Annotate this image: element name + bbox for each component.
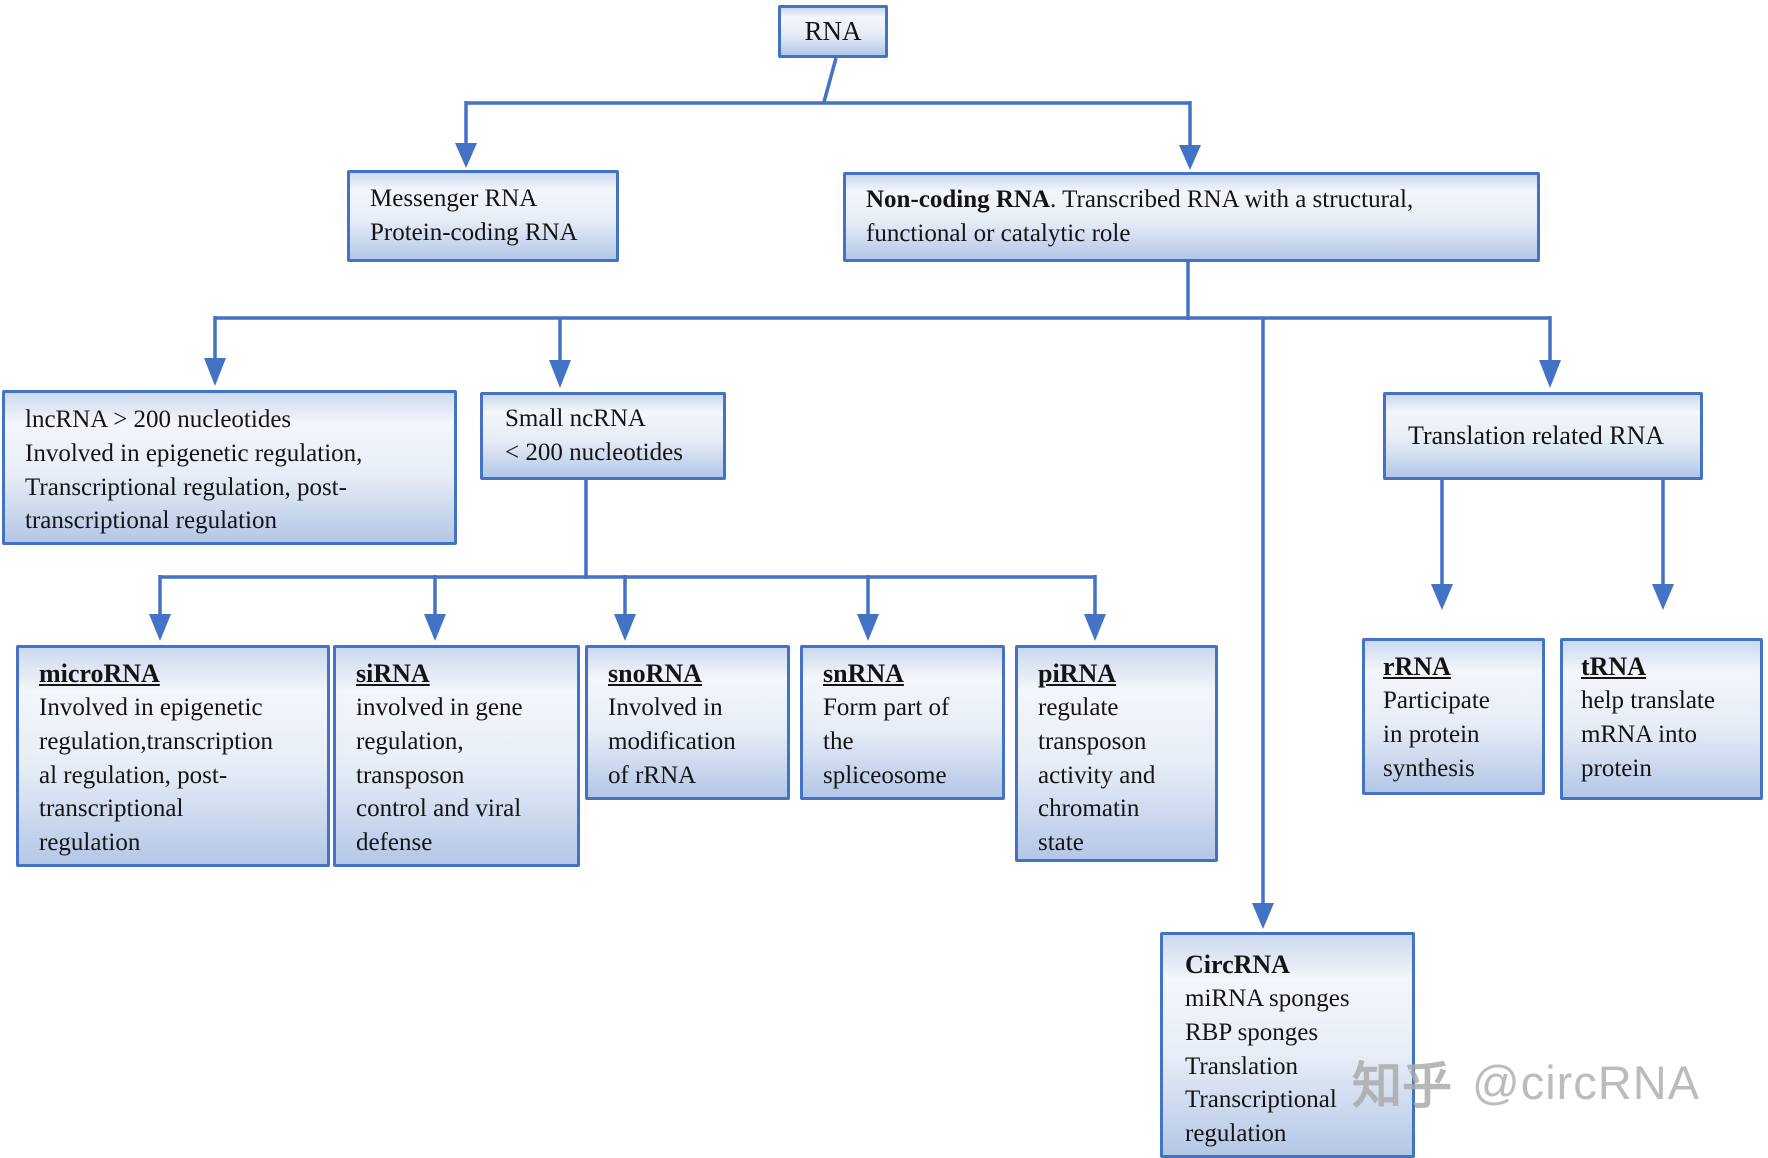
connector-circrna-arrow [1252, 318, 1274, 929]
node-snorna: snoRNA Involved in modification of rRNA [585, 645, 790, 800]
node-non-coding-rna: Non-coding RNA. Transcribed RNA with a s… [843, 172, 1540, 262]
node-title: rRNA [1383, 652, 1451, 681]
node-body: Involved in modification of rRNA [608, 694, 736, 789]
node-title: tRNA [1581, 652, 1646, 681]
connector-small-ncrna-split [149, 480, 1106, 641]
node-body: regulate transposon activity and chromat… [1038, 694, 1156, 857]
node-rrna: rRNA Participate in protein synthesis [1362, 638, 1545, 795]
node-body: lncRNA > 200 nucleotides Involved in epi… [25, 406, 363, 535]
node-messenger-rna: Messenger RNA Protein-coding RNA [347, 170, 619, 262]
node-translation-related-rna: Translation related RNA [1383, 392, 1703, 480]
connector-translation-split [1431, 480, 1674, 610]
node-body: help translate mRNA into protein [1581, 687, 1715, 782]
node-title: snoRNA [608, 659, 702, 688]
node-body: Messenger RNA Protein-coding RNA [370, 185, 578, 246]
node-body: involved in gene regulation, transposon … [356, 694, 523, 857]
node-small-ncrna: Small ncRNA < 200 nucleotides [480, 392, 726, 480]
node-title: siRNA [356, 659, 430, 688]
connector-rna-split [455, 57, 1201, 170]
node-title: Non-coding RNA [866, 186, 1051, 214]
node-microrna: microRNA Involved in epigenetic regulati… [16, 645, 330, 867]
watermark-brand: 知乎 [1352, 1058, 1452, 1114]
node-pirna: piRNA regulate transposon activity and c… [1015, 645, 1218, 862]
node-body: Small ncRNA < 200 nucleotides [505, 405, 683, 466]
node-sirna: siRNA involved in gene regulation, trans… [333, 645, 580, 867]
watermark-handle: @circRNA [1472, 1055, 1701, 1109]
watermark: 知乎 @circRNA [1352, 1046, 1700, 1118]
node-title: RNA [804, 16, 862, 47]
node-lncrna: lncRNA > 200 nucleotides Involved in epi… [2, 390, 457, 545]
node-title: snRNA [823, 659, 904, 688]
node-body: Form part of the spliceosome [823, 694, 950, 789]
node-title: piRNA [1038, 659, 1117, 688]
node-trna: tRNA help translate mRNA into protein [1560, 638, 1763, 800]
connector-ncrna-split [204, 262, 1561, 388]
node-title: microRNA [39, 659, 160, 688]
node-body: . Transcribed RNA with a structural, fun… [866, 186, 1414, 247]
node-body: miRNA sponges RBP sponges Translation Tr… [1185, 985, 1350, 1148]
node-circrna: CircRNA miRNA sponges RBP sponges Transl… [1160, 932, 1415, 1158]
node-body: Participate in protein synthesis [1383, 687, 1490, 782]
node-body: Translation related RNA [1408, 421, 1665, 451]
node-body: Involved in epigenetic regulation,transc… [39, 694, 273, 857]
node-rna: RNA [778, 5, 888, 58]
node-snrna: snRNA Form part of the spliceosome [800, 645, 1005, 800]
node-title: CircRNA [1185, 950, 1290, 979]
